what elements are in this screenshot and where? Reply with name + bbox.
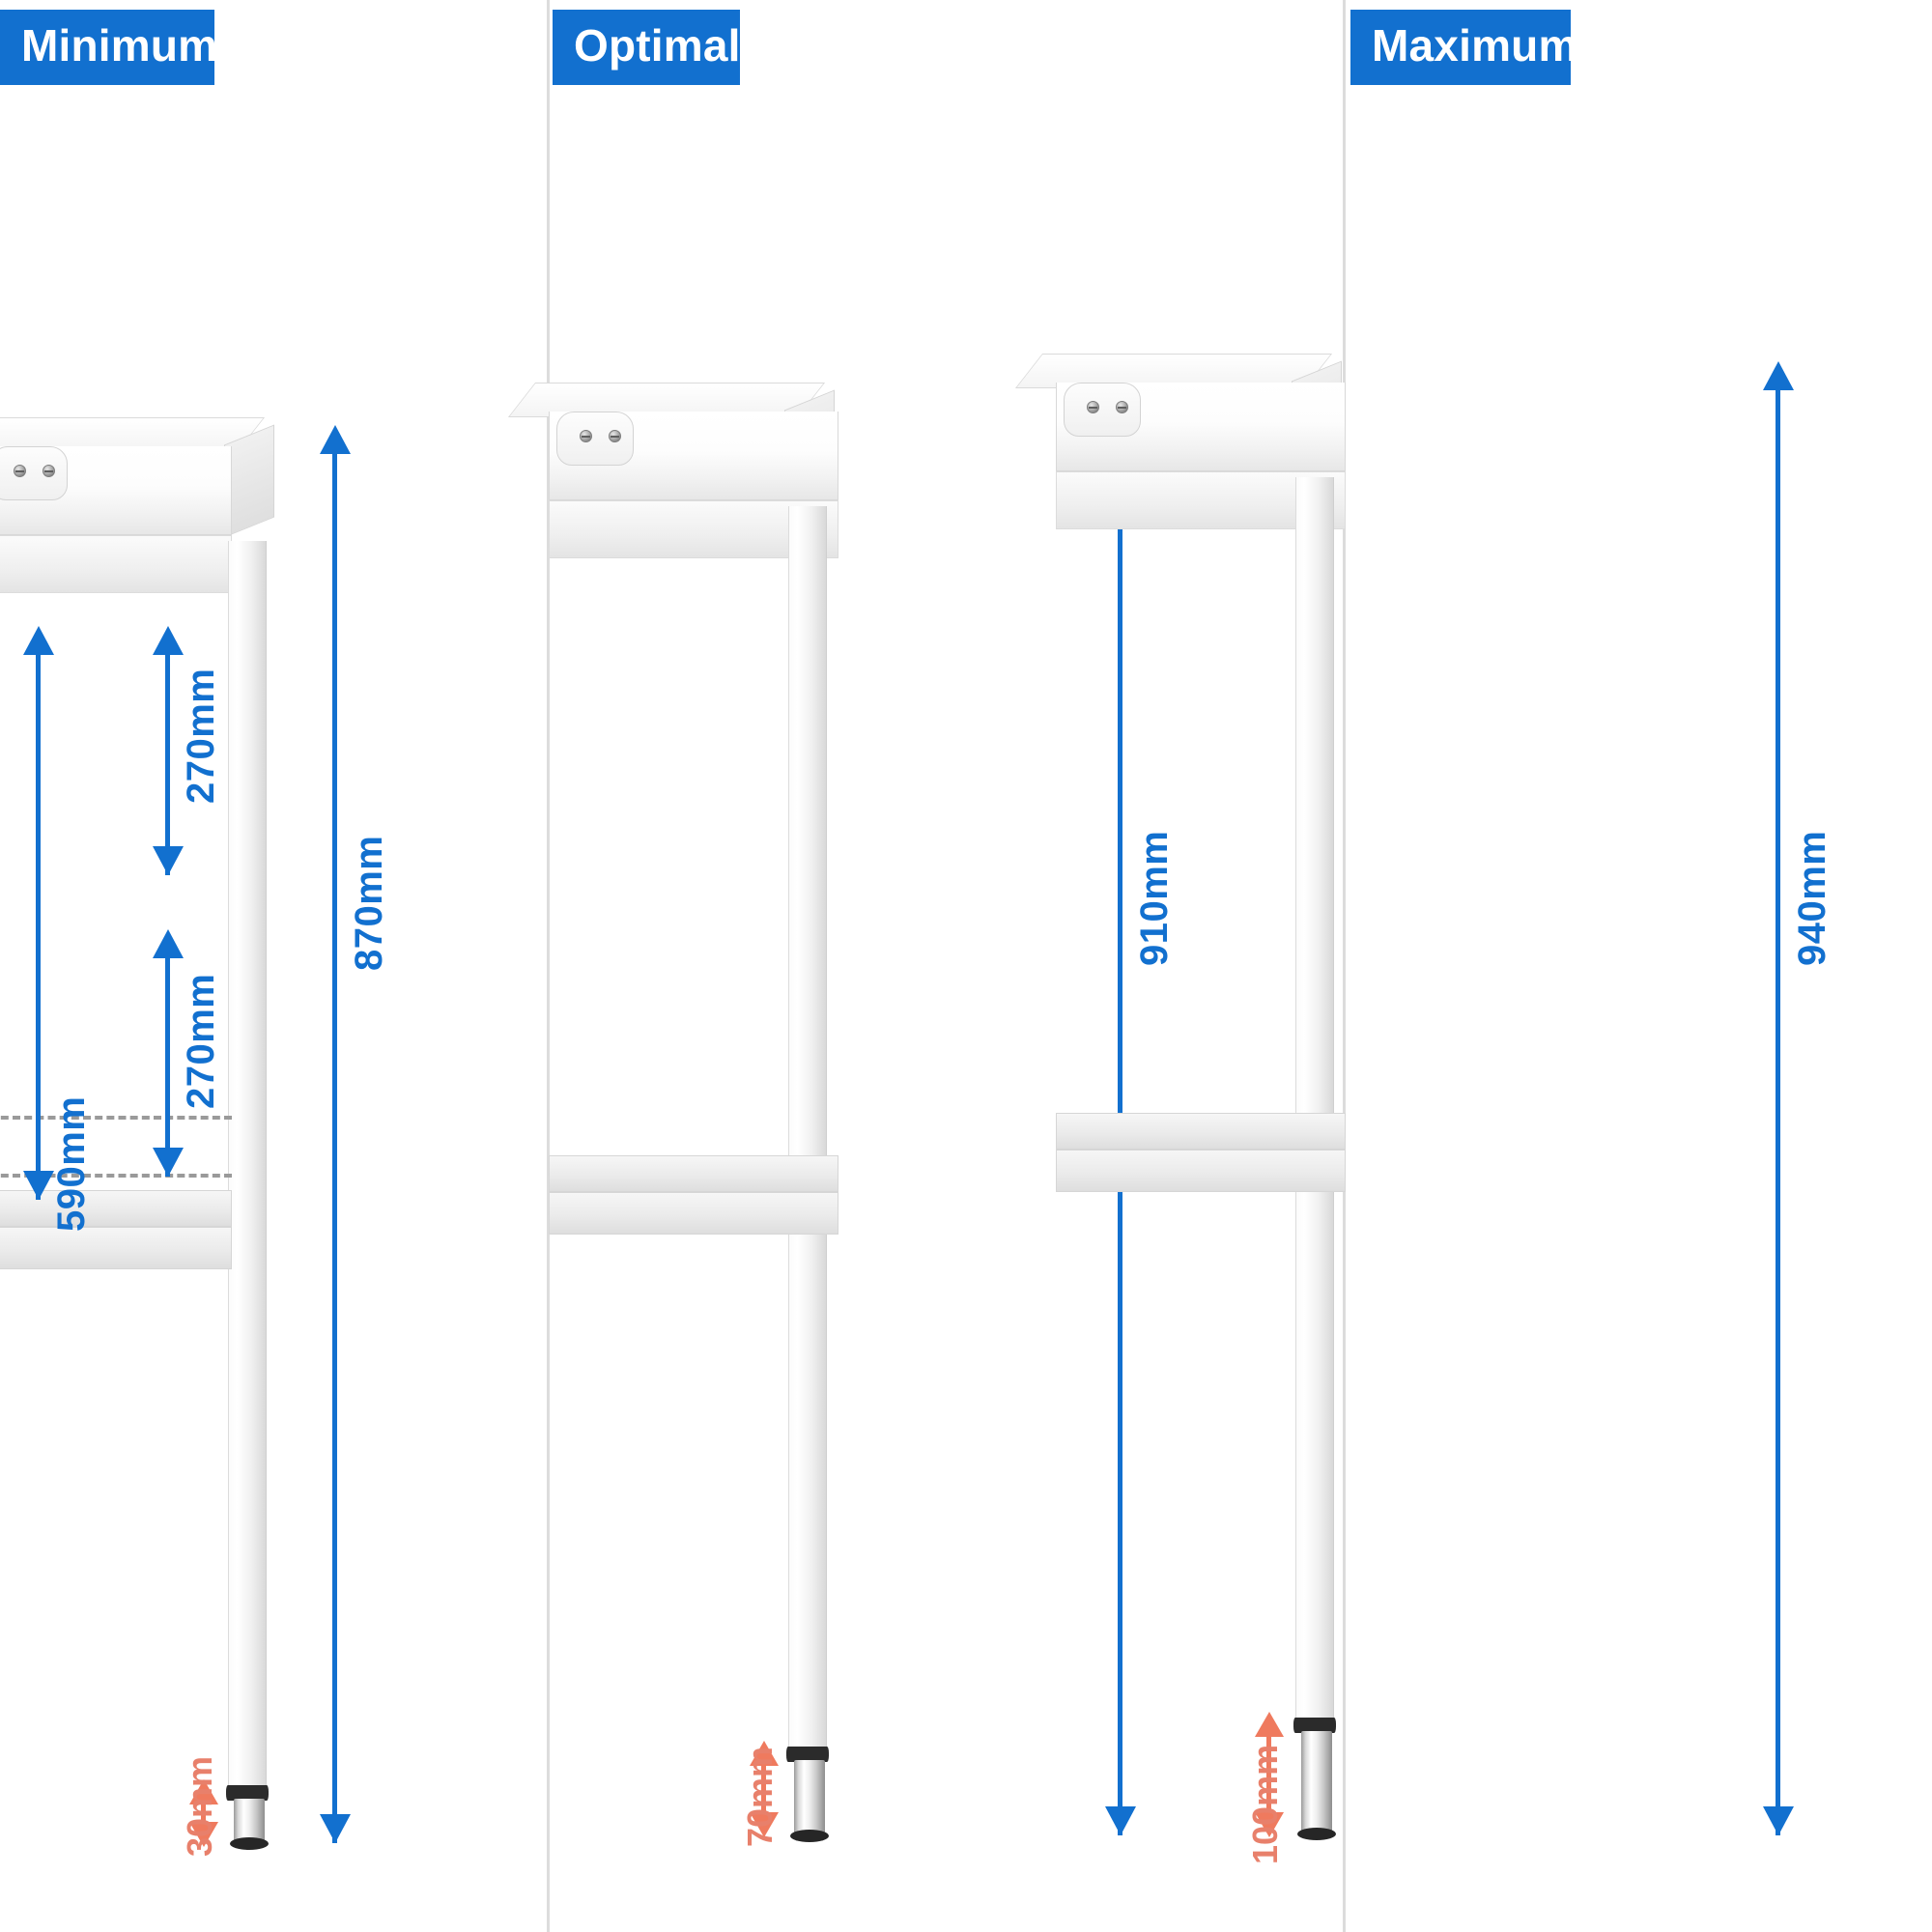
arrow-down-270-upper: [153, 846, 184, 875]
dim-label-270-lower: 270mm: [180, 973, 222, 1109]
arrow-down-590: [23, 1171, 54, 1200]
arrow-down-940: [1763, 1806, 1794, 1835]
orange-arrow-up-30: [189, 1779, 218, 1804]
mounting-plate-maximum: [1064, 383, 1141, 437]
dim-label-940: 940mm: [1791, 830, 1833, 966]
dim-line-270-upper: [165, 653, 170, 875]
badge-minimum: Minimum: [0, 10, 217, 85]
arrow-up-270-upper: [153, 626, 184, 655]
dim-label-910: 910mm: [1133, 830, 1176, 966]
orange-arrow-up-70: [750, 1741, 779, 1766]
arrow-down-270-lower: [153, 1148, 184, 1177]
arrow-up-270-lower: [153, 929, 184, 958]
table-brace-optimal: [549, 1155, 838, 1192]
dim-line-270-lower: [165, 956, 170, 1177]
table-brace-front-optimal: [549, 1192, 838, 1235]
mounting-plate-minimum: [0, 446, 68, 500]
screw-icon: [609, 430, 621, 442]
screw-icon: [580, 430, 592, 442]
adjustable-foot-optimal: [794, 1760, 825, 1837]
orange-line-100: [1266, 1735, 1271, 1814]
screw-icon: [1087, 401, 1099, 413]
badge-maximum: Maximum: [1350, 10, 1577, 85]
foot-collar-minimum: [226, 1785, 269, 1801]
orange-arrow-down-70: [750, 1812, 779, 1837]
dim-line-870: [332, 452, 337, 1843]
arrow-down-910: [1105, 1806, 1136, 1835]
reference-dash-lower: [0, 1174, 232, 1178]
orange-line-70: [761, 1764, 766, 1814]
dim-label-70: 70mm: [740, 1746, 780, 1847]
foot-base-minimum: [230, 1837, 269, 1850]
table-brace-front-minimum: [0, 1227, 232, 1269]
orange-arrow-down-30: [189, 1822, 218, 1847]
screw-icon: [1116, 401, 1128, 413]
arrow-up-940: [1763, 361, 1794, 390]
orange-arrow-up-100: [1255, 1712, 1284, 1737]
arrow-down-870: [320, 1814, 351, 1843]
foot-collar-maximum: [1293, 1718, 1336, 1733]
table-leg-minimum: [228, 541, 267, 1787]
dim-label-870: 870mm: [348, 835, 390, 971]
table-brace-front-maximum: [1056, 1150, 1346, 1192]
foot-base-maximum: [1297, 1828, 1336, 1840]
dim-line-590: [36, 653, 41, 1200]
dim-label-590: 590mm: [50, 1095, 93, 1232]
panel-divider-left: [547, 0, 550, 1932]
table-apron-minimum: [0, 535, 232, 593]
table-leg-optimal: [788, 506, 827, 1748]
arrow-up-870: [320, 425, 351, 454]
dim-label-100: 100mm: [1245, 1744, 1285, 1864]
table-brace-maximum: [1056, 1113, 1346, 1150]
dim-label-270-upper: 270mm: [180, 668, 222, 804]
foot-base-optimal: [790, 1830, 829, 1842]
table-leg-maximum: [1295, 477, 1334, 1719]
mounting-plate-optimal: [556, 412, 634, 466]
foot-collar-optimal: [786, 1747, 829, 1762]
badge-optimal: Optimal: [553, 10, 740, 85]
panel-divider-right: [1343, 0, 1346, 1932]
arrow-up-590: [23, 626, 54, 655]
reference-dash-upper: [0, 1116, 232, 1120]
dim-label-30: 30mm: [180, 1755, 219, 1857]
orange-line-30: [201, 1803, 206, 1824]
adjustable-foot-maximum: [1301, 1731, 1332, 1835]
dim-line-940: [1776, 388, 1780, 1835]
screw-icon: [43, 465, 55, 477]
orange-arrow-down-100: [1255, 1812, 1284, 1837]
screw-icon: [14, 465, 26, 477]
